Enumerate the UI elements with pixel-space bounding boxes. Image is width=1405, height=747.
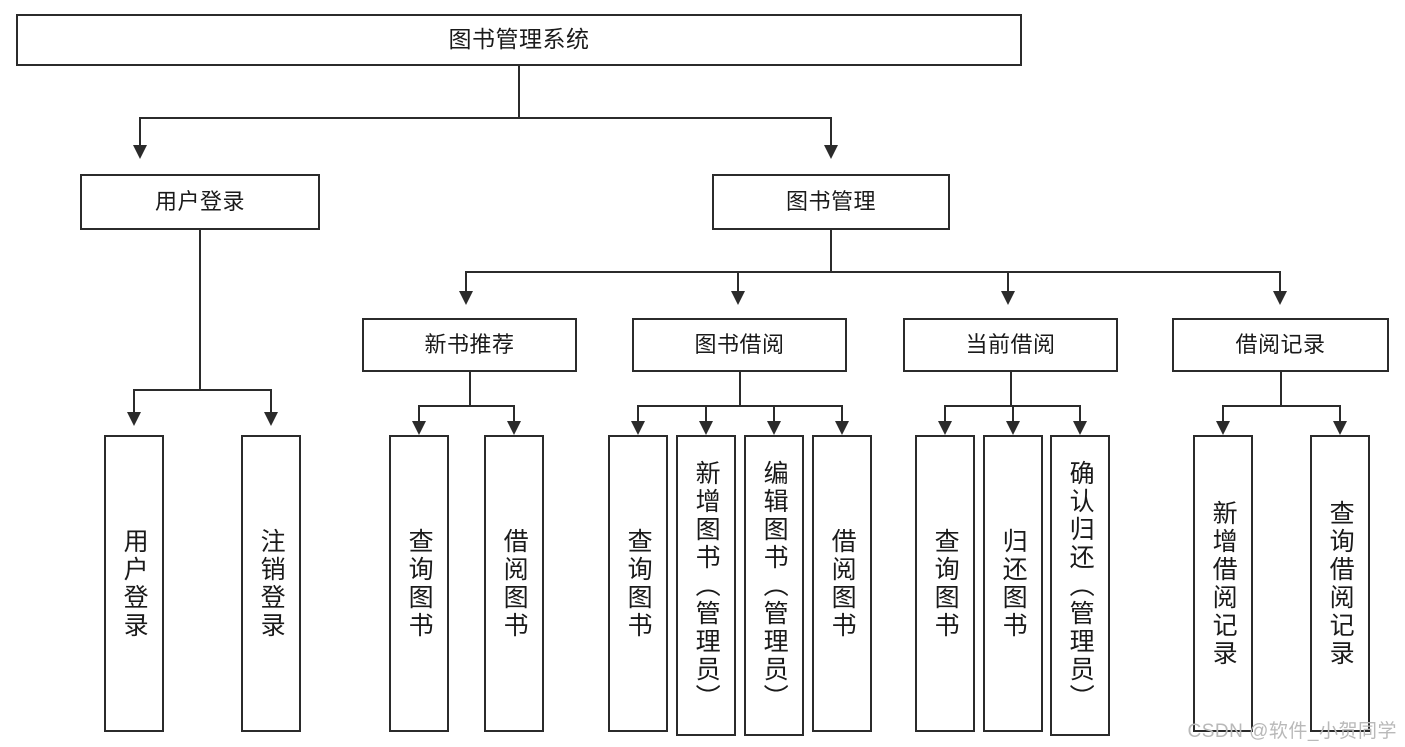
node-label: 用户登录 bbox=[154, 189, 245, 215]
node-borrow-record[interactable]: 借阅记录 bbox=[1172, 318, 1389, 372]
node-label: 图书管理 bbox=[785, 189, 876, 215]
arrow-to-leaf-borrow-book-1 bbox=[507, 421, 521, 435]
leaf-confirm-return[interactable]: 确认归还（管理员） bbox=[1050, 435, 1110, 736]
node-label: 借阅记录 bbox=[1235, 332, 1326, 358]
arrow-to-leaf-query-book-1 bbox=[412, 421, 426, 435]
arrow-to-leaf-add-book bbox=[699, 421, 713, 435]
node-label: 借阅图书 bbox=[500, 527, 529, 640]
leaf-add-record[interactable]: 新增借阅记录 bbox=[1193, 435, 1253, 732]
connector-to-new-book-rec bbox=[465, 271, 467, 293]
node-label: 查询图书 bbox=[405, 527, 434, 640]
leaf-borrow-book-2[interactable]: 借阅图书 bbox=[812, 435, 872, 732]
node-label: 查询图书 bbox=[931, 527, 960, 640]
connector-book-borrow-leaf-1 bbox=[637, 405, 639, 423]
connector-book-manage-stem bbox=[830, 230, 832, 272]
connector-book-borrow-stem bbox=[739, 372, 741, 406]
node-book-borrow[interactable]: 图书借阅 bbox=[632, 318, 847, 372]
connector-user-login-bus bbox=[133, 389, 272, 391]
leaf-query-book-3[interactable]: 查询图书 bbox=[915, 435, 975, 732]
leaf-query-book-2[interactable]: 查询图书 bbox=[608, 435, 668, 732]
arrow-to-leaf-query-record bbox=[1333, 421, 1347, 435]
arrow-to-leaf-query-book-2 bbox=[631, 421, 645, 435]
watermark-text: CSDN @软件_小贺同学 bbox=[1187, 721, 1397, 742]
connector-current-borrow-leaf-2 bbox=[1012, 405, 1014, 423]
arrow-to-leaf-add-record bbox=[1216, 421, 1230, 435]
node-label: 当前借阅 bbox=[965, 332, 1056, 358]
node-new-book-rec[interactable]: 新书推荐 bbox=[362, 318, 577, 372]
arrow-to-book-manage bbox=[824, 145, 838, 159]
connector-book-borrow-leaf-4 bbox=[841, 405, 843, 423]
arrow-to-borrow-record bbox=[1273, 291, 1287, 305]
leaf-return-book[interactable]: 归还图书 bbox=[983, 435, 1043, 732]
connector-user-login-to-leaf-2 bbox=[270, 389, 272, 414]
connector-borrow-record-leaf-2 bbox=[1339, 405, 1341, 423]
arrow-to-leaf-borrow-book-2 bbox=[835, 421, 849, 435]
node-label: 归还图书 bbox=[999, 527, 1028, 640]
node-current-borrow[interactable]: 当前借阅 bbox=[903, 318, 1118, 372]
node-book-manage[interactable]: 图书管理 bbox=[712, 174, 950, 230]
connector-book-borrow-bus bbox=[637, 405, 843, 407]
arrow-to-leaf-user-login bbox=[127, 412, 141, 426]
node-label: 图书借阅 bbox=[694, 332, 785, 358]
arrow-to-book-borrow bbox=[731, 291, 745, 305]
connector-current-borrow-leaf-3 bbox=[1079, 405, 1081, 423]
connector-new-book-rec-leaf-1 bbox=[418, 405, 420, 423]
arrow-to-user-login bbox=[133, 145, 147, 159]
leaf-user-logout[interactable]: 注销登录 bbox=[241, 435, 301, 732]
connector-new-book-rec-leaf-2 bbox=[513, 405, 515, 423]
node-label: 新增借阅记录 bbox=[1209, 499, 1238, 668]
leaf-edit-book[interactable]: 编辑图书（管理员） bbox=[744, 435, 804, 736]
connector-to-borrow-record bbox=[1279, 271, 1281, 293]
connector-root-bus bbox=[139, 117, 832, 119]
connector-borrow-record-bus bbox=[1222, 405, 1341, 407]
connector-book-borrow-leaf-3 bbox=[773, 405, 775, 423]
node-label: 用户登录 bbox=[120, 527, 149, 640]
connector-user-login-stem bbox=[199, 230, 201, 390]
leaf-query-record[interactable]: 查询借阅记录 bbox=[1310, 435, 1370, 732]
arrow-to-new-book-rec bbox=[459, 291, 473, 305]
connector-root-stem bbox=[518, 66, 520, 118]
node-label: 查询图书 bbox=[624, 527, 653, 640]
node-root-system[interactable]: 图书管理系统 bbox=[16, 14, 1022, 66]
connector-to-book-borrow bbox=[737, 271, 739, 293]
connector-root-to-user-login bbox=[139, 117, 141, 147]
connector-new-book-rec-stem bbox=[469, 372, 471, 406]
node-user-login[interactable]: 用户登录 bbox=[80, 174, 320, 230]
connector-current-borrow-leaf-1 bbox=[944, 405, 946, 423]
arrow-to-leaf-query-book-3 bbox=[938, 421, 952, 435]
leaf-borrow-book-1[interactable]: 借阅图书 bbox=[484, 435, 544, 732]
arrow-to-current-borrow bbox=[1001, 291, 1015, 305]
connector-book-borrow-leaf-2 bbox=[705, 405, 707, 423]
node-label: 查询借阅记录 bbox=[1326, 499, 1355, 668]
leaf-query-book-1[interactable]: 查询图书 bbox=[389, 435, 449, 732]
node-label: 新增图书（管理员） bbox=[692, 459, 721, 712]
node-label: 图书管理系统 bbox=[448, 26, 590, 53]
connector-to-current-borrow bbox=[1007, 271, 1009, 293]
arrow-to-leaf-user-logout bbox=[264, 412, 278, 426]
arrow-to-leaf-confirm-return bbox=[1073, 421, 1087, 435]
connector-current-borrow-stem bbox=[1010, 372, 1012, 406]
connector-borrow-record-stem bbox=[1280, 372, 1282, 406]
connector-root-to-book-manage bbox=[830, 117, 832, 147]
connector-borrow-record-leaf-1 bbox=[1222, 405, 1224, 423]
leaf-add-book[interactable]: 新增图书（管理员） bbox=[676, 435, 736, 736]
connector-level3-bus bbox=[465, 271, 1281, 273]
node-label: 新书推荐 bbox=[424, 332, 515, 358]
node-label: 确认归还（管理员） bbox=[1066, 459, 1095, 712]
node-label: 借阅图书 bbox=[828, 527, 857, 640]
arrow-to-leaf-return-book bbox=[1006, 421, 1020, 435]
arrow-to-leaf-edit-book bbox=[767, 421, 781, 435]
leaf-user-login[interactable]: 用户登录 bbox=[104, 435, 164, 732]
node-label: 编辑图书（管理员） bbox=[760, 459, 789, 712]
node-label: 注销登录 bbox=[257, 527, 286, 640]
connector-new-book-rec-bus bbox=[418, 405, 515, 407]
connector-user-login-to-leaf-1 bbox=[133, 389, 135, 414]
